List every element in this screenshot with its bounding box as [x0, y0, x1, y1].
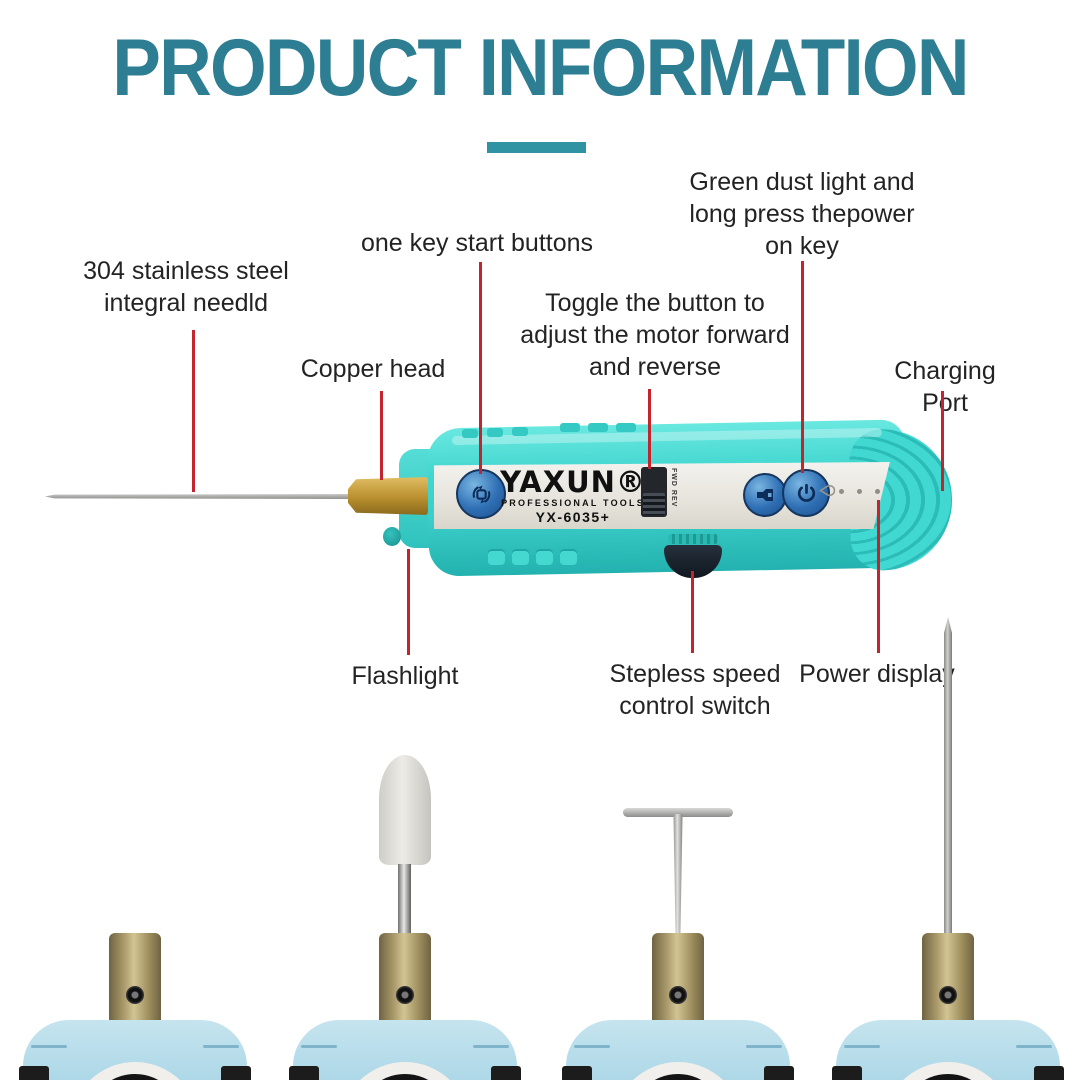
- collet-screw-icon: [939, 986, 957, 1004]
- grip-notch: [588, 423, 608, 432]
- grip-rib: [560, 549, 577, 565]
- shell-tab: [832, 1066, 862, 1080]
- flashlight-button: [743, 473, 787, 517]
- shell-tab: [289, 1066, 319, 1080]
- spindle-core: [87, 1074, 183, 1080]
- brass-collet: [379, 933, 431, 1025]
- collet-screw-icon: [396, 986, 414, 1004]
- long-needle-attachment: [944, 617, 952, 935]
- leader-line-speed-switch: [691, 571, 694, 653]
- grip-notch: [616, 423, 636, 432]
- t-handle-shaft: [673, 814, 683, 936]
- shell-tab: [764, 1066, 794, 1080]
- shell-tab: [491, 1066, 521, 1080]
- leader-line-copper-head: [380, 391, 383, 480]
- leader-line-charging-port: [941, 391, 944, 491]
- led-dot: [875, 489, 880, 494]
- copper-head: [348, 477, 428, 515]
- grip-rib: [488, 549, 505, 565]
- collet-screw-icon: [669, 986, 687, 1004]
- led-dot: [839, 489, 844, 494]
- spindle-core: [357, 1074, 453, 1080]
- callout-speed-switch: Stepless speed control switch: [609, 660, 781, 720]
- callout-needle: 304 stainless steel integral needld: [83, 257, 289, 317]
- shell-tab: [562, 1066, 592, 1080]
- speed-wheel-ridges: [668, 534, 718, 544]
- brass-collet: [109, 933, 161, 1025]
- steel-needle: [45, 494, 355, 499]
- shell-seam: [203, 1045, 239, 1048]
- collet-screw-icon: [126, 986, 144, 1004]
- shell-seam: [31, 1045, 67, 1048]
- polishing-bit: [379, 755, 431, 865]
- shell-seam: [301, 1045, 337, 1048]
- page-title: PRODUCT INFORMATION: [112, 23, 969, 113]
- callout-flashlight: Flashlight: [351, 662, 459, 690]
- shell-seam: [574, 1045, 610, 1048]
- shell-seam: [473, 1045, 509, 1048]
- power-button: [782, 469, 830, 517]
- grip-notch: [462, 429, 478, 438]
- leader-line-dust-light: [801, 261, 804, 473]
- brass-collet: [652, 933, 704, 1025]
- callout-power-display: Power display: [799, 660, 955, 688]
- one-key-start-button: [456, 469, 506, 519]
- leader-line-start-button: [479, 262, 482, 474]
- grip-rib: [536, 549, 553, 565]
- bottom-device-bare: [15, 600, 255, 1080]
- brand-tagline: PROFESSIONAL TOOLS: [501, 498, 645, 508]
- bottom-device-polishing-bit: [285, 600, 525, 1080]
- brand-block: YAXUN® PROFESSIONAL TOOLS YX-6035+: [498, 465, 648, 526]
- grip-notch: [512, 427, 528, 436]
- callout-copper-head: Copper head: [300, 355, 446, 383]
- leader-line-flashlight: [407, 549, 410, 655]
- title-underline: [487, 142, 586, 153]
- shell-tab: [19, 1066, 49, 1080]
- bulb-outline-icon: [818, 482, 836, 504]
- grip-rib: [512, 549, 529, 565]
- torch-icon: [757, 489, 773, 501]
- direction-toggle-switch: [641, 467, 667, 517]
- callout-dust-light: Green dust light and long press thepower…: [689, 168, 915, 260]
- spindle-core: [630, 1074, 726, 1080]
- shell-seam: [1016, 1045, 1052, 1048]
- brand-logo: YAXUN®: [500, 465, 646, 499]
- brass-collet: [922, 933, 974, 1025]
- rotation-arrows-icon: [472, 485, 490, 503]
- shell-tab: [221, 1066, 251, 1080]
- leader-line-needle: [192, 330, 195, 492]
- callout-start-button: one key start buttons: [360, 229, 594, 257]
- shell-seam: [746, 1045, 782, 1048]
- model-number: YX-6035+: [535, 509, 611, 525]
- shell-seam: [844, 1045, 880, 1048]
- bit-shaft: [398, 864, 411, 936]
- leader-line-power-display: [877, 500, 880, 653]
- shell-tab: [1034, 1066, 1064, 1080]
- bottom-device-long-needle: [828, 600, 1068, 1080]
- power-symbol-icon: [797, 483, 815, 502]
- t-handle-bar: [623, 808, 733, 817]
- flashlight-lens: [383, 527, 401, 546]
- callout-charging-port: Charging Port: [894, 357, 996, 417]
- callout-direction-toggle: Toggle the button to adjust the motor fo…: [520, 289, 790, 381]
- led-dot: [857, 489, 862, 494]
- switch-marking-label: FWD REV: [670, 468, 677, 508]
- grip-notch: [487, 428, 503, 437]
- spindle-core: [900, 1074, 996, 1080]
- leader-line-direction-toggle: [648, 389, 651, 469]
- bottom-device-t-handle: [558, 600, 798, 1080]
- grip-notch: [560, 423, 580, 432]
